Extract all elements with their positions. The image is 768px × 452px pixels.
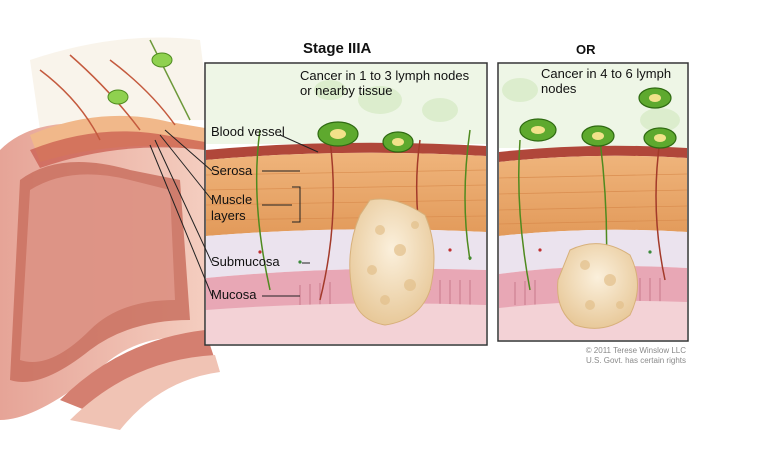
left-panel — [204, 62, 488, 346]
credit-line-1: © 2011 Terese Winslow LLC — [585, 346, 686, 355]
label-muscle-layers: Muscle layers — [211, 192, 253, 223]
or-label: OR — [576, 42, 596, 57]
label-submucosa: Submucosa — [211, 254, 280, 269]
right-panel-caption: Cancer in 4 to 6 lymph nodes — [541, 66, 672, 96]
left-panel-caption: Cancer in 1 to 3 lymph nodes or nearby t… — [300, 68, 470, 98]
copyright-credit: © 2011 Terese Winslow LLC U.S. Govt. has… — [540, 346, 686, 366]
colon-illustration — [0, 37, 220, 430]
right-panel — [497, 62, 689, 342]
label-serosa: Serosa — [211, 163, 253, 178]
label-leaders — [149, 129, 319, 297]
stage-title: Stage IIIA — [303, 40, 372, 57]
credit-line-2: U.S. Govt. has certain rights — [585, 356, 686, 365]
label-blood-vessel: Blood vessel — [211, 124, 285, 139]
label-mucosa: Mucosa — [211, 287, 257, 302]
